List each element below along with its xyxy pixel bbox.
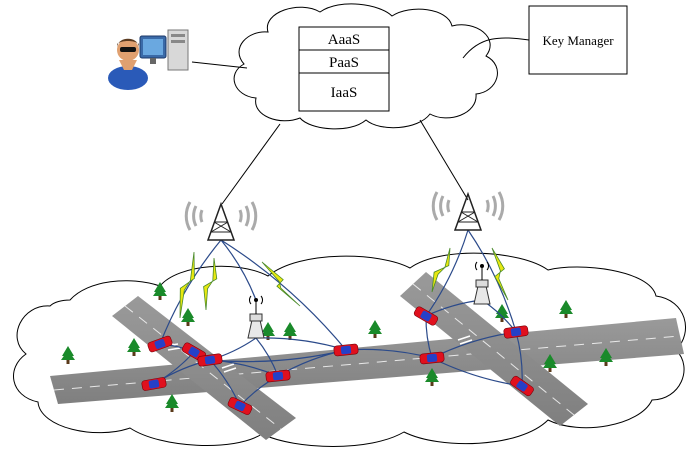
tree-icon [599, 348, 613, 366]
car-icon [227, 397, 253, 415]
car-icon [413, 306, 439, 326]
car-icon [147, 335, 173, 353]
wireless-links-group [179, 247, 509, 319]
car-icon [419, 351, 445, 365]
tree-icon [61, 346, 75, 364]
cloud-tower-left-link [221, 123, 281, 205]
wireless-link-icon [431, 247, 451, 293]
car-icon [333, 343, 359, 357]
key-manager-link [462, 37, 530, 59]
car-icon [265, 369, 291, 383]
cloud-tower-right-link [419, 119, 469, 201]
tree-icon [165, 394, 179, 412]
service-layer-stack: AaaS PaaS IaaS [298, 26, 390, 112]
car-icon [141, 377, 167, 391]
cars-group [141, 306, 534, 415]
tree-icon [559, 300, 573, 318]
tree-icon [543, 354, 557, 372]
car-icon [197, 353, 223, 367]
user-cloud-link [191, 61, 248, 69]
car-icon [510, 375, 534, 397]
cell-tower-left [184, 201, 258, 241]
layer-aaas: AaaS [328, 32, 361, 48]
layer-paas: PaaS [329, 55, 359, 71]
road-network [50, 272, 684, 440]
tree-icon [283, 322, 297, 340]
wireless-link-icon [179, 251, 195, 319]
wireless-link-icon [261, 261, 301, 307]
tree-icon [425, 368, 439, 386]
roadside-unit-right [473, 261, 491, 305]
car-icon [503, 325, 529, 339]
tree-icon [368, 320, 382, 338]
wireless-link-icon [491, 247, 509, 301]
trees-group [61, 282, 613, 412]
user-at-computer-icon [108, 29, 189, 90]
key-manager-box: Key Manager [528, 5, 628, 75]
tree-icon [127, 338, 141, 356]
cross-road-right [400, 272, 588, 426]
tree-icon [153, 282, 167, 300]
layer-iaas: IaaS [331, 85, 358, 101]
cell-tower-right [431, 191, 505, 231]
tree-icon [495, 304, 509, 322]
wireless-link-icon [203, 257, 218, 311]
key-manager-label: Key Manager [542, 33, 614, 48]
roadside-unit-left [247, 295, 265, 339]
tree-icon [181, 308, 195, 326]
